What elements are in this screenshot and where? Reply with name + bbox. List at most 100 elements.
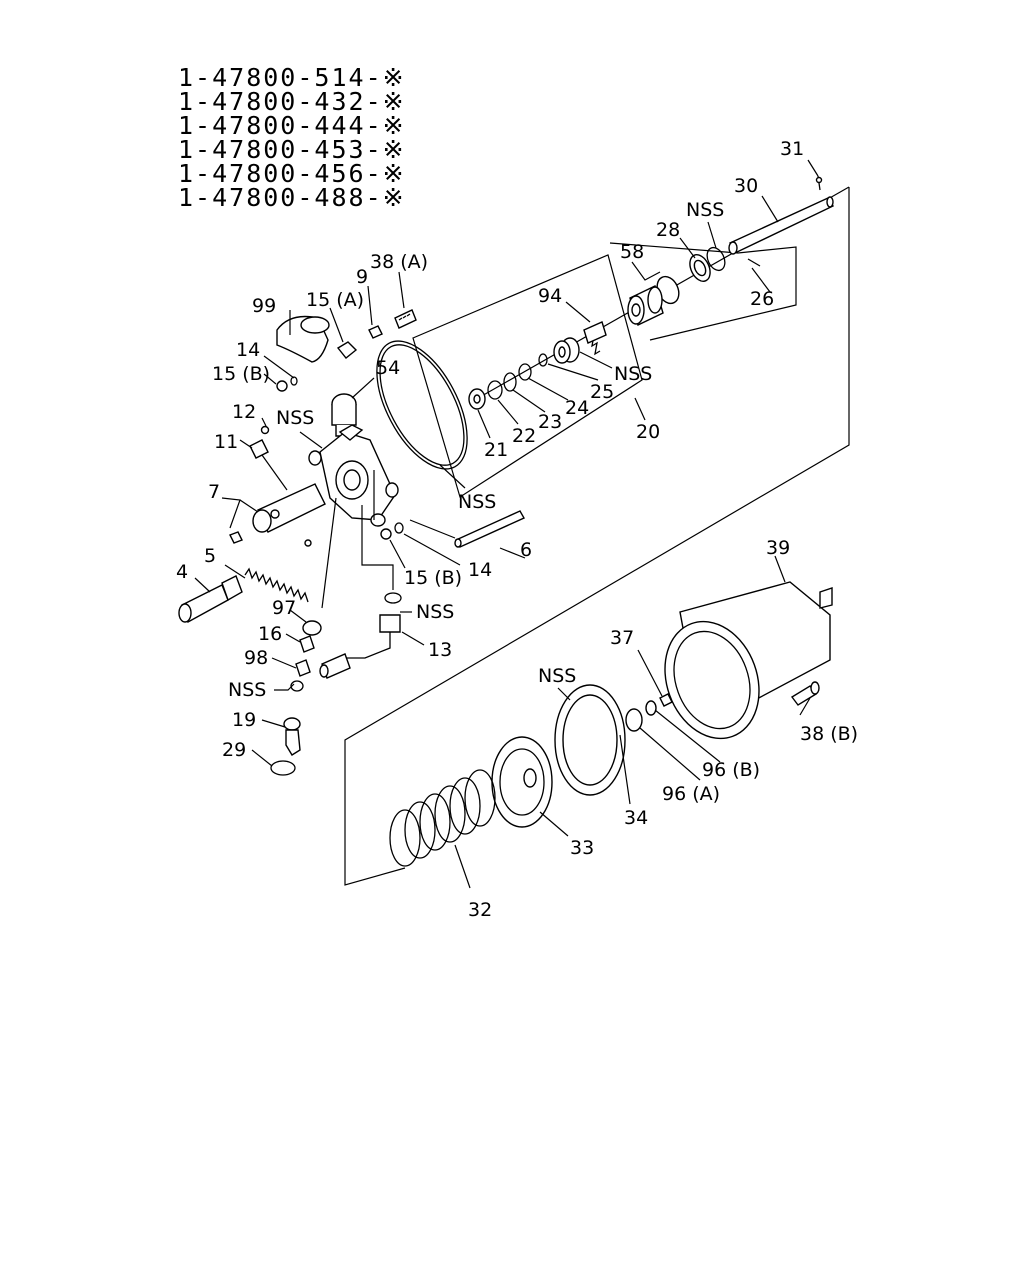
part-7-cylinder [252,483,326,533]
part-number-3: 1-47800-444-※ [178,111,406,140]
leader-lines [194,159,819,889]
part-39-shell [664,581,833,740]
part-number-list: 1-47800-514-※ 1-47800-432-※ 1-47800-444-… [178,63,406,212]
part-13-pipe [319,592,402,679]
callout-39: 39 [766,537,790,559]
callout-58: 58 [620,241,644,263]
part-6-rod [454,510,525,548]
part-94-spring [583,321,607,356]
part-31-pin [815,175,823,191]
callout-30: 30 [734,175,758,197]
callout-33: 33 [570,837,594,859]
callout-19: 19 [232,709,256,731]
part-32-spring [389,769,496,867]
callout-14-upper: 14 [236,339,260,361]
part-58-bushing [627,275,680,326]
gasket-ring-inner [379,344,465,466]
callout-nss-body: NSS [276,407,314,429]
callout-nss-28: NSS [686,199,724,221]
part-14-ring-lower [394,522,404,534]
callout-13: 13 [428,639,452,661]
callout-15b-lower: 15 (B) [404,567,462,589]
part-33-plate [491,736,553,828]
callout-24: 24 [565,397,589,419]
part-28-washer [689,254,711,282]
callout-12: 12 [232,401,256,423]
callout-nss-25: NSS [614,363,652,385]
callout-21: 21 [484,439,508,461]
callout-4: 4 [176,561,188,583]
part-number-5: 1-47800-456-※ [178,159,406,188]
callout-97: 97 [272,597,296,619]
callout-98: 98 [244,647,268,669]
callout-nss-ring: NSS [458,491,496,513]
part-5-spring [244,539,312,603]
callout-nss-33: NSS [538,665,576,687]
part-26-clip [747,258,761,267]
ring-nss-98 [290,680,304,692]
gasket-ring-nss [376,340,468,470]
callout-15b-upper: 15 (B) [212,363,270,385]
part-25-piston [553,337,580,364]
part-11-valve [249,439,288,491]
callout-16: 16 [258,623,282,645]
part-99-bracket [276,315,330,363]
callout-26: 26 [750,288,774,310]
part-96a-washer [625,708,643,732]
part-37-nut [659,693,673,707]
part-number-6: 1-47800-488-※ [178,183,406,212]
callout-5: 5 [204,545,216,567]
callout-9: 9 [356,266,368,288]
group-20-outline [412,254,643,498]
callout-94: 94 [538,285,562,307]
part-14-ring-upper [290,376,298,386]
part-12-ball [260,425,270,435]
group-58-outline [609,242,797,341]
part-97-ring [302,620,322,636]
part-24-ring [518,363,532,381]
callout-31: 31 [780,138,804,160]
callout-22: 22 [512,425,536,447]
callout-15a: 15 (A) [306,289,364,311]
part-number-4: 1-47800-453-※ [178,135,406,164]
part-24-ring-small [538,353,548,367]
callout-32: 32 [468,899,492,921]
diaphragm-nss [554,684,626,796]
callout-99: 99 [252,295,276,317]
part-29-clamp [270,760,296,776]
callout-28: 28 [656,219,680,241]
callout-96a: 96 (A) [662,783,720,805]
part-19-hose [283,717,301,756]
part-7-screw [229,531,243,544]
callout-96b: 96 (B) [702,759,760,781]
part-30-rod [728,196,835,255]
part-23-ring [503,372,517,392]
snap-ring-nss [706,246,726,272]
part-38b-bolt [790,681,820,706]
callout-7: 7 [208,481,220,503]
callout-nss-98: NSS [228,679,266,701]
part-9-sleeve [368,325,383,339]
part-number-1: 1-47800-514-※ [178,63,406,92]
part-22-ring [487,380,503,400]
part-38a-bolt [394,309,417,329]
callout-labels: 31 30 NSS 28 58 26 94 NSS 25 24 23 22 21… [176,138,858,921]
part-15b-nut-upper [276,380,288,392]
part-98-nut [295,659,311,677]
callout-38b: 38 (B) [800,723,858,745]
part-number-2: 1-47800-432-※ [178,87,406,116]
callout-29: 29 [222,739,246,761]
callout-38a: 38 (A) [370,251,428,273]
callout-nss-13: NSS [416,601,454,623]
part-21-washer [468,388,486,410]
part-15a-nut [336,341,358,359]
callout-54: 54 [376,357,400,379]
part-96b-washer [645,700,657,716]
callout-25: 25 [590,381,614,403]
part-16-fitting [299,635,315,653]
callout-6: 6 [520,539,532,561]
main-housing-body [308,424,399,527]
callout-14-lower: 14 [468,559,492,581]
part-15b-nut-lower [380,528,392,540]
